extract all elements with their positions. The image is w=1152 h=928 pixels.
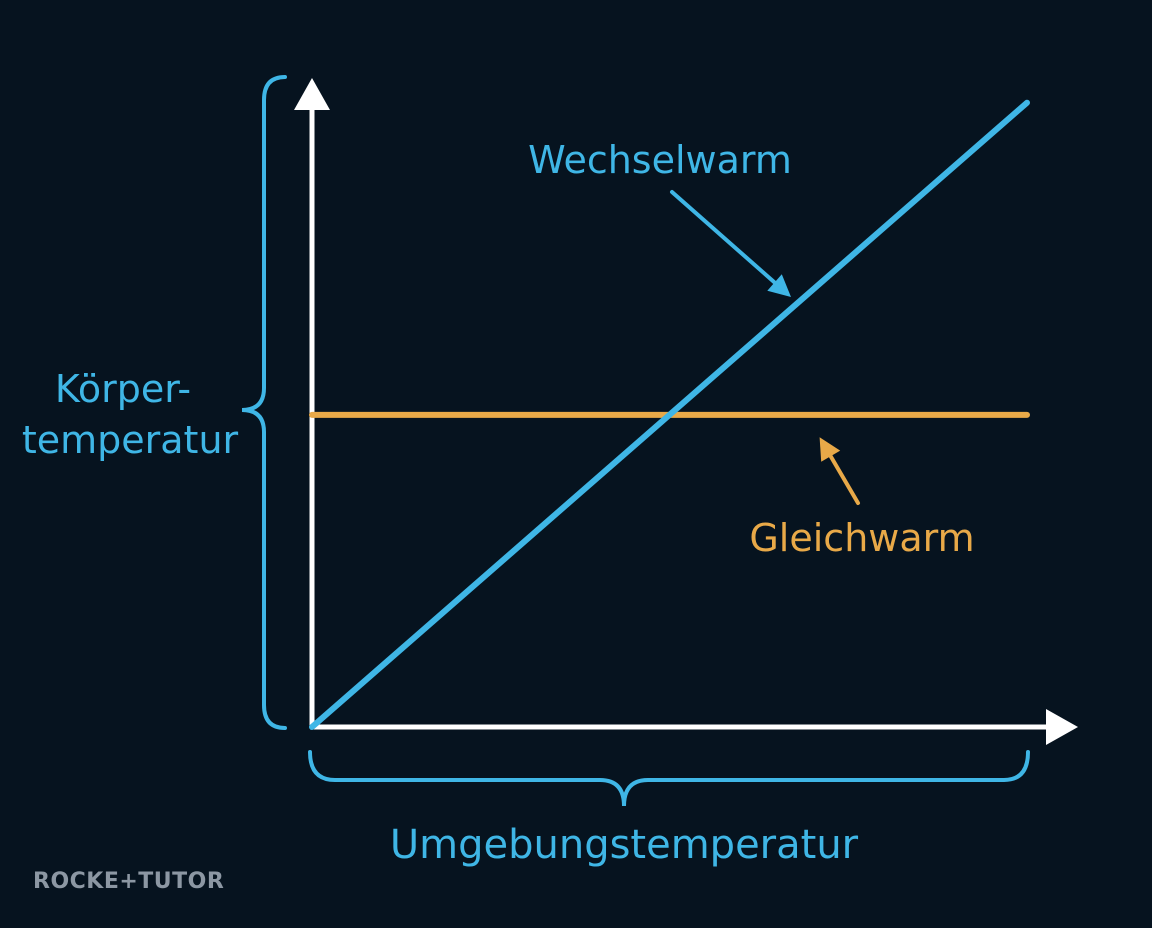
y-axis-label-line-2: temperatur — [22, 418, 239, 462]
annotation-label-wechselwarm: Wechselwarm — [528, 138, 792, 182]
annotation-arrow-wechselwarm — [670, 190, 777, 285]
annotation-arrowhead-gleichwarm — [819, 437, 841, 462]
rocket-tutor-logo: ROCKE+TUTOR — [33, 869, 225, 894]
annotation-arrowhead-wechselwarm — [767, 274, 791, 297]
y-axis-brace — [241, 75, 287, 730]
series-line-wechselwarm — [309, 99, 1030, 730]
x-axis-brace — [308, 750, 1030, 807]
y-axis-label-line-1: Körper- — [55, 367, 191, 411]
annotation-layer — [670, 190, 860, 505]
series-layer — [309, 99, 1030, 730]
x-axis-label: Umgebungstemperatur — [390, 822, 859, 868]
y-axis-arrowhead — [294, 78, 330, 110]
annotation-arrow-gleichwarm — [828, 454, 860, 505]
x-axis-arrowhead — [1046, 709, 1078, 745]
annotation-label-gleichwarm: Gleichwarm — [749, 516, 974, 560]
